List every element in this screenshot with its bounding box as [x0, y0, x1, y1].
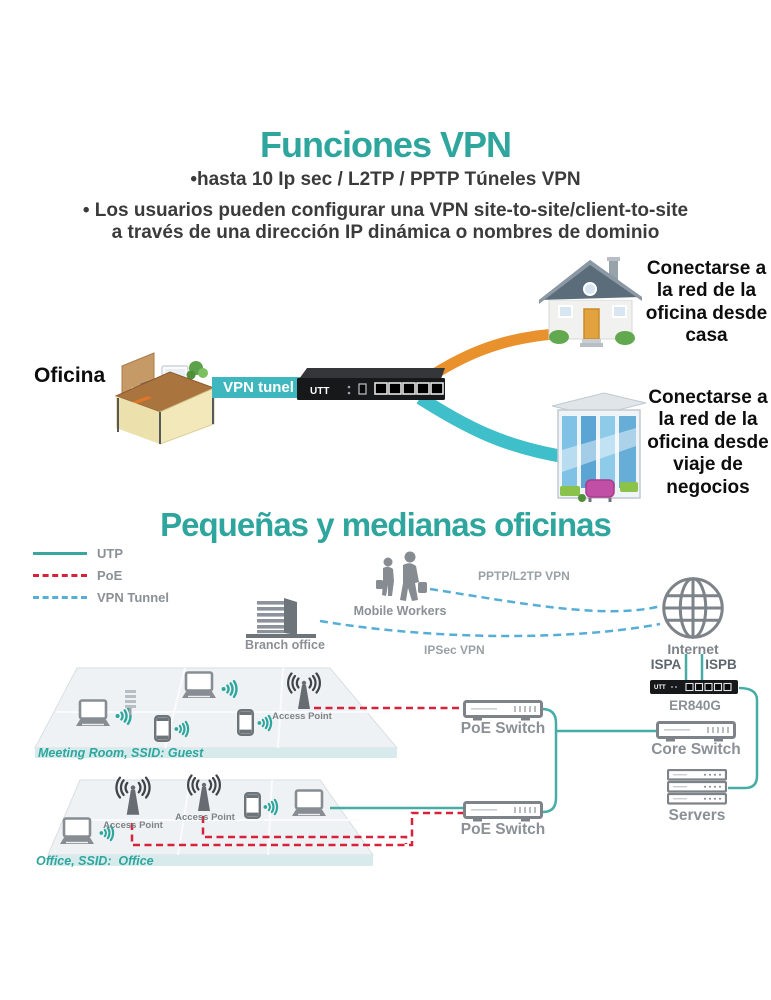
phone-icon	[244, 792, 261, 819]
gateway-brand-text: UTT	[654, 685, 666, 691]
travel-link-line	[416, 392, 573, 465]
laptop-icon	[290, 789, 328, 818]
legend-item-utp: UTP	[33, 542, 169, 564]
pptp-link-label: PPTP/L2TP VPN	[478, 569, 570, 583]
ipsec-vpn-line	[319, 619, 661, 638]
access-point-icon	[187, 774, 221, 813]
vpn-line-sample	[33, 595, 87, 599]
access-point-icon	[115, 776, 151, 816]
poe-switch-top-icon	[463, 700, 543, 722]
poe-switch-bottom-icon	[463, 801, 543, 823]
isp-b-label: ISPB	[705, 657, 737, 672]
feature-bullet-2-cont: a través de una dirección IP dinámica o …	[111, 222, 660, 243]
home-caption: Conectarse a la red de la oficina desde …	[645, 258, 768, 347]
access-point-office-2-label: Access Point	[175, 812, 235, 823]
legend-label-poe: PoE	[97, 567, 123, 583]
phone-icon	[154, 715, 171, 742]
travel-caption: Conectarse a la red de la oficina desde …	[647, 387, 769, 498]
phone-icon	[237, 709, 254, 736]
servers-icon	[667, 769, 727, 805]
router-icon: UTT	[297, 368, 445, 400]
legend-item-poe: PoE	[33, 564, 169, 586]
legend-item-vpn: VPN Tunnel	[33, 586, 169, 608]
gateway-model-label: ER840G	[669, 698, 721, 713]
office-label: Oficina	[34, 364, 106, 387]
laptop-icon	[58, 817, 96, 846]
access-point-meeting-label: Access Point	[272, 711, 332, 722]
gateway-servers-line	[728, 686, 759, 790]
mobile-workers-label: Mobile Workers	[353, 604, 447, 618]
internet-globe-icon	[662, 577, 724, 639]
internet-label: Internet	[667, 641, 719, 657]
access-point-icon	[287, 672, 321, 711]
wifi-signal-icon	[263, 798, 279, 816]
access-point-office-1-label: Access Point	[103, 820, 163, 831]
laptop-icon	[74, 699, 112, 728]
router-brand-text: UTT	[310, 386, 329, 397]
legend-label-vpn: VPN Tunnel	[97, 589, 169, 605]
city-building-icon	[551, 392, 647, 502]
core-switch-icon	[656, 721, 736, 743]
whiteboard-icon	[125, 690, 136, 715]
laptop-icon	[180, 671, 218, 700]
branch-office-label: Branch office	[245, 638, 325, 652]
utp-line-sample	[33, 551, 87, 555]
legend: UTP PoE VPN Tunnel	[33, 542, 169, 608]
vpn-tunnel-badge: VPN tunel	[212, 377, 305, 398]
section-title: Pequeñas y medianas oficinas	[160, 506, 612, 543]
poe-line-office-ap1	[130, 811, 464, 847]
poe-line-sample	[33, 573, 87, 577]
house-icon	[539, 257, 642, 347]
office-caption: Office, SSID: Office	[36, 854, 154, 868]
branch-office-icon	[246, 598, 316, 638]
feature-bullet-1: •hasta 10 Ip sec / L2TP / PPTP Túneles V…	[190, 169, 581, 190]
meeting-room-caption: Meeting Room, SSID: Guest	[38, 746, 204, 760]
feature-bullet-2: • Los usuarios pueden configurar una VPN…	[82, 200, 689, 221]
servers-label: Servers	[668, 807, 726, 824]
gateway-router-icon: UTT	[650, 680, 738, 694]
poe-switch-bottom-label: PoE Switch	[460, 821, 546, 838]
isp-a-label: ISPA	[650, 657, 682, 672]
core-switch-label: Core Switch	[651, 741, 741, 758]
wifi-signal-icon	[174, 720, 190, 738]
mobile-workers-icon	[376, 551, 427, 601]
wifi-signal-icon	[221, 680, 238, 698]
office-desk-icon	[114, 352, 216, 445]
legend-label-utp: UTP	[97, 545, 123, 561]
ipsec-link-label: IPSec VPN	[424, 643, 485, 657]
pptp-vpn-line	[429, 587, 662, 613]
poe-switch-top-label: PoE Switch	[460, 720, 546, 737]
page-title: Funciones VPN	[259, 124, 512, 165]
poe-switch-riser-line	[541, 707, 558, 814]
